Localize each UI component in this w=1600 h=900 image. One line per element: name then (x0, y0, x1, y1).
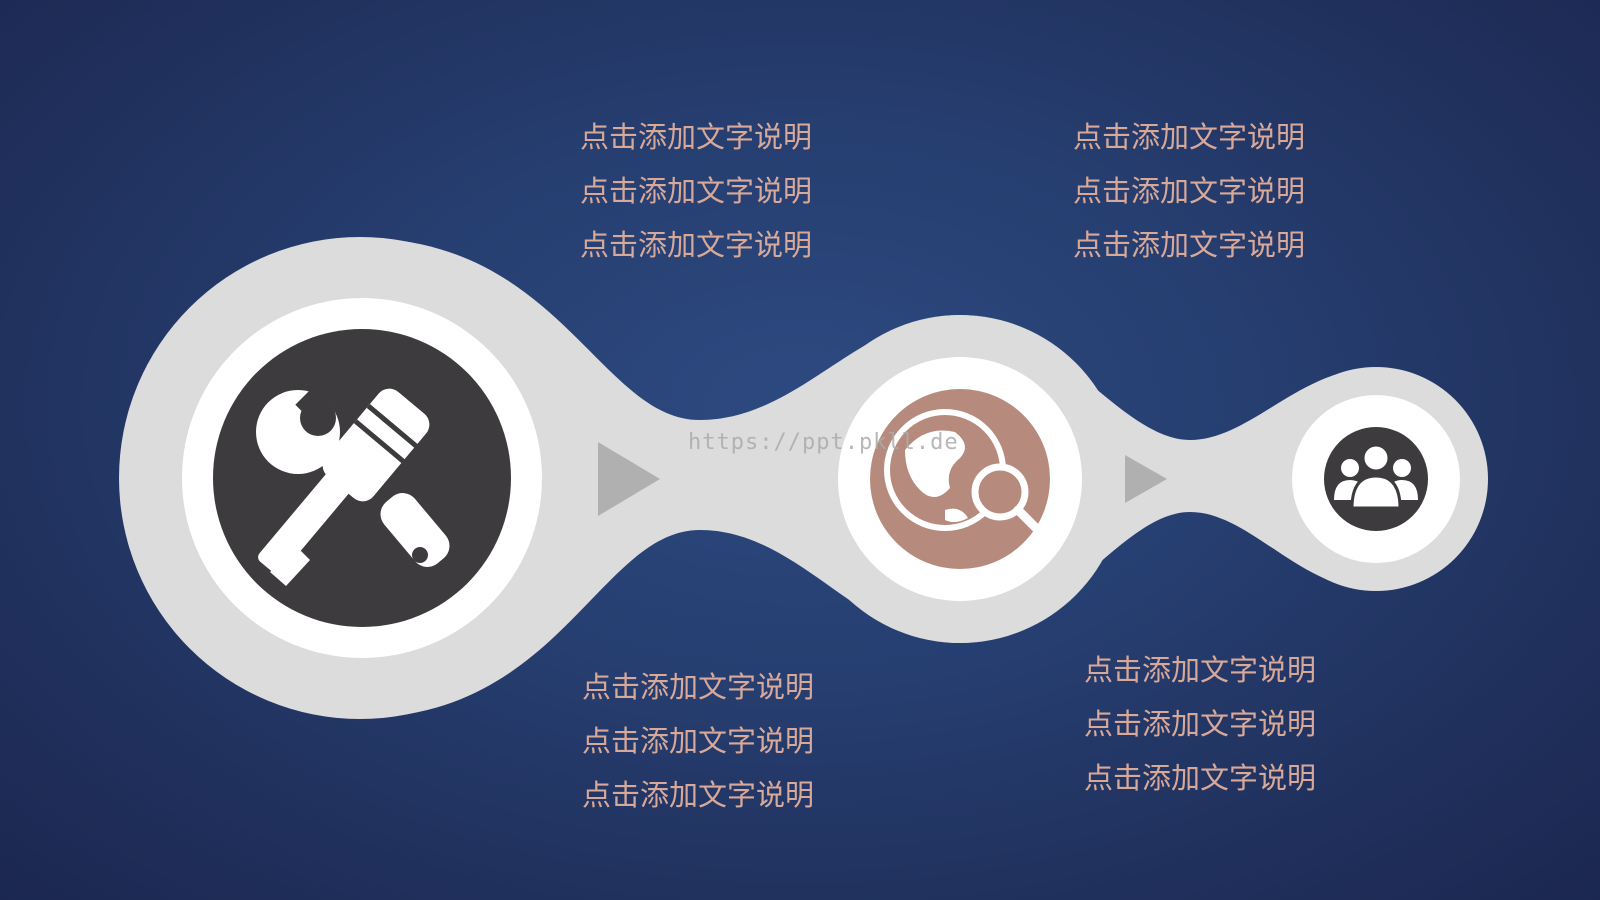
arrow-2 (1125, 455, 1167, 503)
watermark-text: https://ppt.pkll.de (688, 430, 959, 455)
text-block-bottom-left: 点击添加文字说明 点击添加文字说明 点击添加文字说明 (582, 660, 842, 822)
caption-line[interactable]: 点击添加文字说明 (1073, 228, 1306, 262)
caption-line[interactable]: 点击添加文字说明 (1084, 653, 1317, 687)
caption-line[interactable]: 点击添加文字说明 (1073, 174, 1306, 208)
arrow-1 (598, 442, 660, 516)
caption-line[interactable]: 点击添加文字说明 (580, 228, 813, 262)
caption-line[interactable]: 点击添加文字说明 (582, 778, 815, 812)
text-block-bottom-right: 点击添加文字说明 点击添加文字说明 点击添加文字说明 (1084, 643, 1344, 805)
tools-icon (256, 386, 450, 586)
caption-line[interactable]: 点击添加文字说明 (1073, 120, 1306, 154)
node-2-core (870, 389, 1050, 569)
caption-line[interactable]: 点击添加文字说明 (582, 670, 815, 704)
globe-search-icon (884, 409, 1045, 537)
text-block-top-right: 点击添加文字说明 点击添加文字说明 点击添加文字说明 (1073, 110, 1333, 272)
caption-line[interactable]: 点击添加文字说明 (582, 724, 815, 758)
caption-line[interactable]: 点击添加文字说明 (1084, 761, 1317, 795)
caption-line[interactable]: 点击添加文字说明 (580, 120, 813, 154)
people-group-icon (1334, 443, 1418, 510)
caption-line[interactable]: 点击添加文字说明 (1084, 707, 1317, 741)
text-block-top-left: 点击添加文字说明 点击添加文字说明 点击添加文字说明 (580, 110, 840, 272)
caption-line[interactable]: 点击添加文字说明 (580, 174, 813, 208)
